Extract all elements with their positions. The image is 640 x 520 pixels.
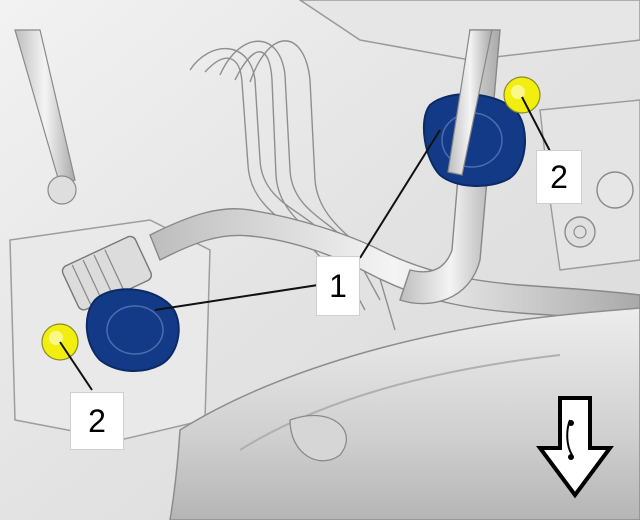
duct-clamp: [289, 414, 347, 462]
leader-lines: [59, 96, 553, 391]
intake-duct: [169, 307, 640, 520]
view-direction-arrow-icon: [536, 396, 614, 499]
housing-bolt: [564, 216, 596, 248]
left-rod-nut: [47, 175, 77, 205]
sensor-flange-left: [85, 288, 180, 372]
left-rod: [14, 29, 76, 186]
sensor-hose: [149, 208, 640, 321]
callout-2-top-right: 2: [536, 150, 582, 204]
fastener-top-right: [503, 76, 541, 114]
callout-1: 1: [316, 256, 360, 316]
housing-boss: [596, 171, 634, 209]
callout-2-bottom-left: 2: [70, 392, 124, 450]
